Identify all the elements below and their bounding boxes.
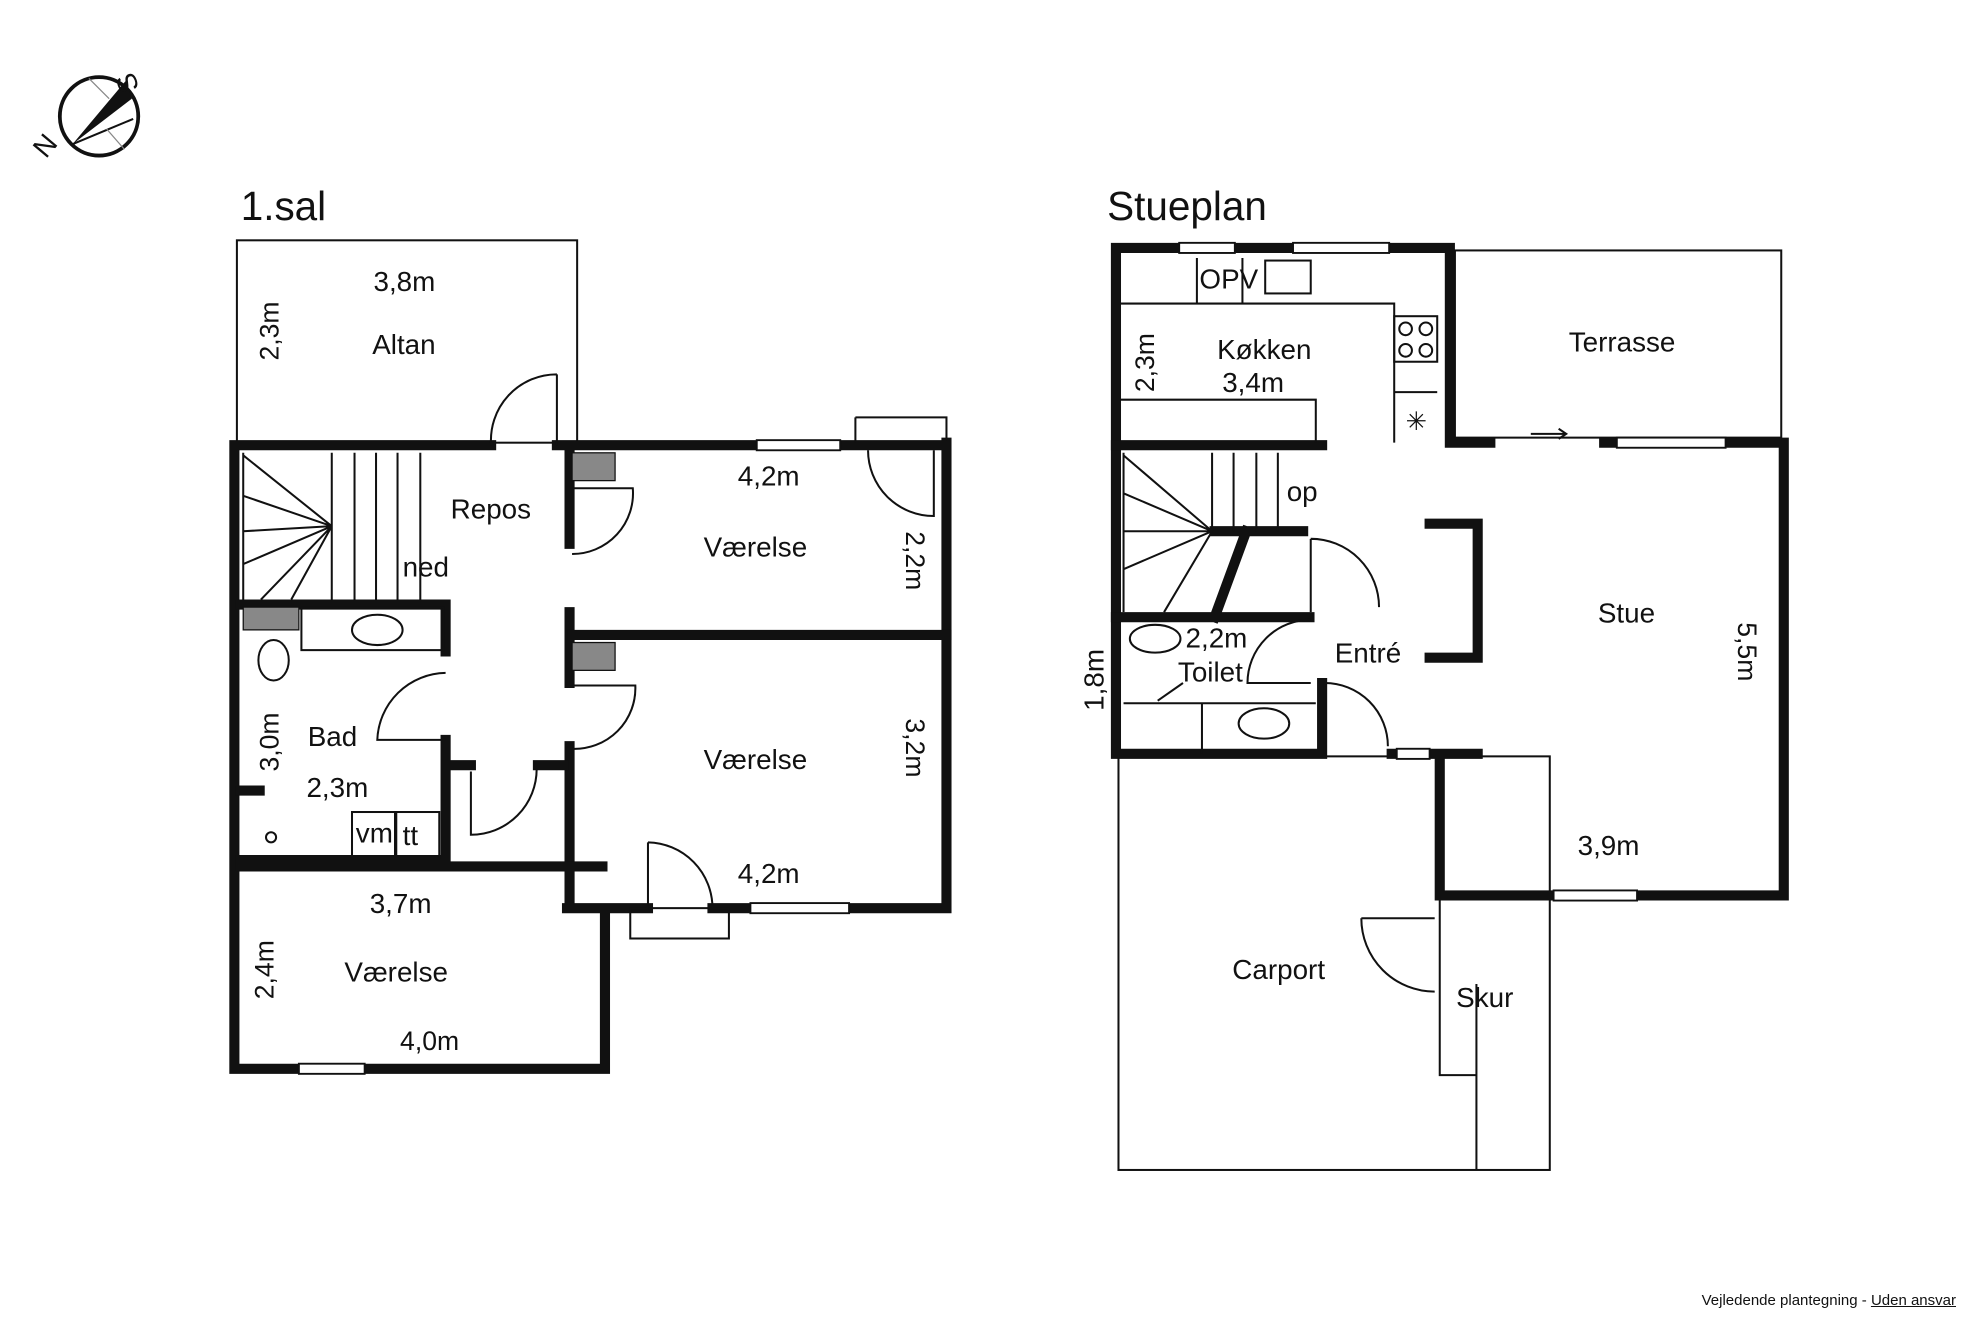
ground-floor-title: Stueplan — [1107, 183, 1267, 229]
compass-south: S — [110, 69, 145, 97]
washer-label: vm — [356, 817, 393, 848]
ground-floor-walls: ✳ — [1110, 241, 1789, 1171]
vaerelse-top-label: Værelse — [704, 532, 808, 563]
bad-width: 2,3m — [306, 772, 368, 803]
bad-depth: 3,0m — [255, 713, 285, 772]
terrasse-label: Terrasse — [1569, 327, 1676, 358]
toilet-depth: 1,8m — [1078, 649, 1109, 711]
stue-depth: 5,5m — [1732, 622, 1762, 681]
stue-width: 3,9m — [1578, 830, 1640, 861]
hood-icon: ✳ — [1406, 408, 1427, 436]
stair-ned-label: ned — [403, 552, 449, 583]
footer-link[interactable]: Uden ansvar — [1870, 1292, 1956, 1309]
vaerelse-top-depth: 2,2m — [900, 531, 930, 590]
skur-label: Skur — [1456, 982, 1513, 1013]
stue-label: Stue — [1598, 597, 1655, 628]
altan-label: Altan — [372, 329, 435, 360]
compass-north: N — [27, 128, 64, 163]
vaerelse-top-width: 4,2m — [738, 461, 800, 492]
altan-width: 3,8m — [374, 266, 436, 297]
dryer-label: tt — [403, 820, 419, 851]
toilet-label: Toilet — [1178, 657, 1243, 688]
repos-label: Repos — [451, 494, 531, 525]
footer-disclaimer: Vejledende plantegning - Uden ansvar — [1702, 1292, 1956, 1309]
first-floor-title: 1.sal — [241, 183, 326, 229]
altan-depth: 2,3m — [255, 301, 285, 360]
bad-label: Bad — [308, 721, 357, 752]
vaerelse-mid-width: 4,2m — [738, 858, 800, 889]
vaerelse-bottom-depth: 2,4m — [250, 940, 280, 999]
vaerelse-mid-depth: 3,2m — [900, 718, 930, 777]
vaerelse-bottom-width-top: 3,7m — [370, 888, 432, 919]
first-floor-walls — [229, 239, 952, 1075]
compass-icon: N S — [27, 69, 145, 163]
entre-label: Entré — [1335, 638, 1401, 669]
kokken-width: 3,4m — [1222, 367, 1284, 398]
kokken-depth: 2,3m — [1130, 333, 1160, 392]
vaerelse-mid-label: Værelse — [704, 744, 808, 775]
kokken-label: Køkken — [1217, 334, 1311, 365]
footer-text: Vejledende plantegning - — [1701, 1292, 1871, 1309]
toilet-width: 2,2m — [1186, 623, 1248, 654]
opv-label: OPV — [1199, 263, 1258, 294]
vaerelse-bottom-width-bottom: 4,0m — [400, 1026, 459, 1056]
stair-op-label: op — [1287, 476, 1318, 507]
carport-label: Carport — [1232, 954, 1325, 985]
vaerelse-bottom-label: Værelse — [344, 956, 448, 987]
